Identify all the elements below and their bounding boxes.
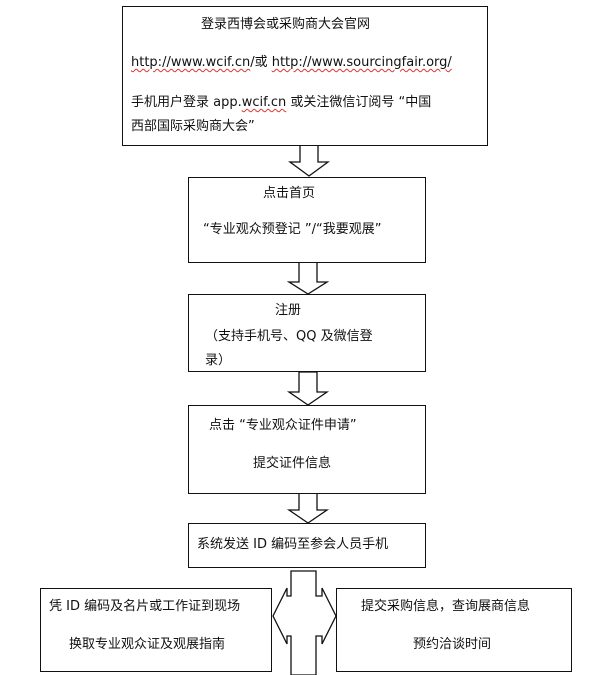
step-3-line-3: 录） xyxy=(205,353,232,367)
down-arrow-3 xyxy=(286,371,330,406)
step-1-line-3-a: 手机用户登录 app. xyxy=(131,95,242,110)
right-outcome-line-1: 提交采购信息，查询展商信息 xyxy=(361,599,531,614)
right-outcome-line-2: 预约洽谈时间 xyxy=(413,637,492,652)
down-arrow-2 xyxy=(286,261,330,295)
step-5-box: 系统发送 ID 编码至参会人员手机 xyxy=(188,523,426,568)
step-5-line-1: 系统发送 ID 编码至参会人员手机 xyxy=(197,537,389,552)
step-1-box: 登录西博会或采购商大会官网 http://www.wcif.cn/或 http:… xyxy=(122,6,488,146)
step-2-line-1: 点击首页 xyxy=(263,186,316,201)
left-outcome-line-1: 凭 ID 编码及名片或工作证到现场 xyxy=(49,599,241,614)
left-outcome-line-2: 换取专业观众证及观展指南 xyxy=(69,637,226,652)
step-4-line-1: 点击 “专业观众证件申请” xyxy=(209,418,357,433)
step-2-line-2: “专业观众预登记 ”/“我要观展” xyxy=(203,222,382,237)
step-3-box: 注册 （支持手机号、QQ 及微信登 录） xyxy=(188,294,426,372)
right-outcome-box: 提交采购信息，查询展商信息 预约洽谈时间 xyxy=(336,588,572,672)
left-outcome-box: 凭 ID 编码及名片或工作证到现场 换取专业观众证及观展指南 xyxy=(40,588,272,672)
step-1-line-2: http://www.wcif.cn/或 http://www.sourcing… xyxy=(131,55,452,71)
down-arrow-4 xyxy=(286,492,330,524)
step-2-box: 点击首页 “专业观众预登记 ”/“我要观展” xyxy=(188,177,426,263)
step-1-line-4: 西部国际采购商大会” xyxy=(131,119,255,134)
step-4-box: 点击 “专业观众证件申请” 提交证件信息 xyxy=(188,405,426,494)
step-3-line-2: （支持手机号、QQ 及微信登 xyxy=(205,329,373,344)
step-1-line-1: 登录西博会或采购商大会官网 xyxy=(201,17,371,32)
step-1-line-3-c: 或关注微信订阅号 “中国 xyxy=(286,95,432,110)
step-3-line-1: 注册 xyxy=(275,303,302,318)
step-4-line-2: 提交证件信息 xyxy=(253,456,332,471)
step-1-url-sep: /或 xyxy=(250,55,272,70)
step-1-url-2[interactable]: http://www.sourcingfair.org/ xyxy=(271,55,452,70)
double-arrow xyxy=(272,570,337,675)
step-1-app-url[interactable]: wcif.cn xyxy=(241,95,287,110)
step-1-line-3: 手机用户登录 app.wcif.cn 或关注微信订阅号 “中国 xyxy=(131,95,431,111)
step-1-url-1[interactable]: http://www.wcif.cn xyxy=(131,55,251,70)
